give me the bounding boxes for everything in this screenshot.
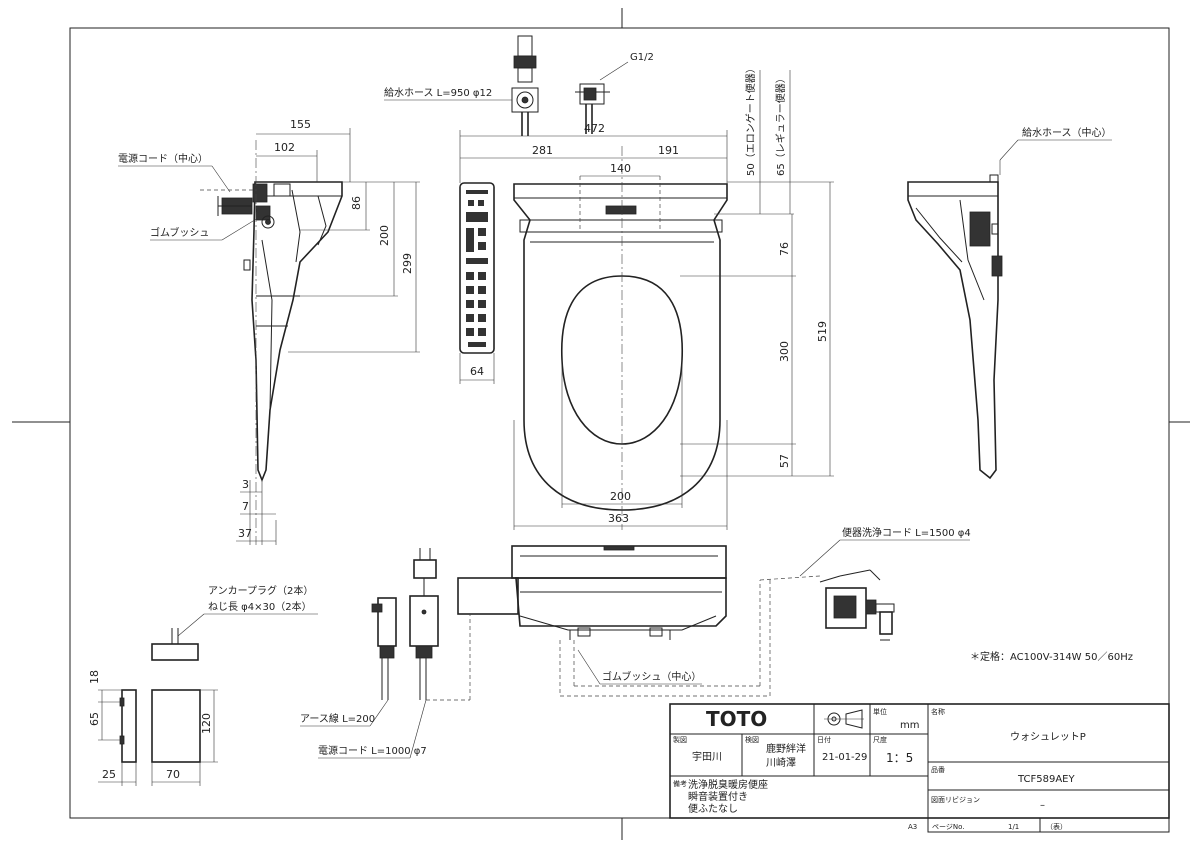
page-label: ページNo. — [932, 823, 964, 831]
callout-water-hose-center: 給水ホース（中心） — [1022, 126, 1112, 139]
note-regular: 65（レギュラー便器） — [774, 73, 787, 176]
dim-299: 299 — [401, 253, 414, 274]
part-label: 品番 — [931, 766, 945, 774]
dim-363: 363 — [608, 512, 629, 525]
callout-thread: G1/2 — [630, 52, 654, 63]
rating-note: ＊定格：AC100V-314W 50／60Hz — [970, 650, 1133, 663]
title-block: TOTO 単位 mm 名称 ウォシュレットP 製図 宇田川 検図 鹿野絆洋 川崎… — [669, 703, 1170, 833]
dim-37: 37 — [238, 527, 252, 540]
product-name: ウォシュレットP — [1010, 731, 1086, 743]
date-value: 21-01-29 — [822, 752, 867, 763]
note-label: 備考 — [673, 779, 687, 788]
mounting-plate: 18 65 120 25 70 — [88, 670, 218, 786]
rear-view: ゴムブッシュ（中心） アース線 L=200 電源コード L=1000 φ7 — [300, 545, 821, 759]
callout-earth-wire: アース線 L=200 — [300, 712, 375, 725]
unit-value: mm — [900, 720, 919, 731]
projection-symbol — [824, 709, 864, 729]
dim-200-side: 200 — [378, 225, 391, 246]
callout-anchor-plug-1: アンカープラグ（2本） — [208, 584, 313, 597]
dim-472: 472 — [584, 122, 605, 135]
callout-rubber-bush: ゴムブッシュ — [150, 226, 209, 239]
name-label: 名称 — [931, 707, 945, 716]
anchor-plug: アンカープラグ（2本） ねじ長 φ4×30（2本） — [151, 584, 318, 661]
note-line-2: 瞬音装置付き — [688, 790, 748, 803]
flush-unit: 便器洗浄コード L=1500 φ4 — [799, 526, 971, 641]
callout-anchor-plug-2: ねじ長 φ4×30（2本） — [208, 600, 312, 613]
dim-140: 140 — [610, 162, 631, 175]
checker-value-1: 鹿野絆洋 — [766, 742, 806, 755]
checker-label: 検図 — [745, 735, 759, 744]
callout-rubber-bush-center: ゴムブッシュ（中心） — [602, 670, 701, 683]
dim-64: 64 — [470, 365, 484, 378]
top-view: G1/2 給水ホース L=950 φ12 — [384, 35, 834, 530]
dim-18: 18 — [88, 670, 101, 684]
revision-value: – — [1040, 800, 1045, 811]
toto-logo: TOTO — [706, 707, 767, 731]
drawing-frame — [12, 8, 1190, 840]
date-label: 日付 — [817, 735, 831, 744]
paper-size: A3 — [908, 823, 917, 831]
left-side-view: 155 102 86 200 299 3 7 37 電源コード（中心） ゴムブッ… — [118, 118, 420, 545]
scale-label: 尺度 — [873, 735, 887, 744]
dim-200-seat: 200 — [610, 490, 631, 503]
note-line-3: 便ふたなし — [688, 802, 738, 815]
checker-value-2: 川崎澤 — [766, 756, 796, 769]
dim-76: 76 — [778, 242, 791, 256]
callout-bowl-cord: 便器洗浄コード L=1500 φ4 — [842, 526, 971, 539]
dim-281: 281 — [532, 144, 553, 157]
dim-25: 25 — [102, 768, 116, 781]
drafter-value: 宇田川 — [692, 750, 722, 763]
dim-519: 519 — [816, 321, 829, 342]
note-line-1: 洗浄脱臭暖房便座 — [688, 778, 768, 791]
part-number: TCF589AEY — [1017, 774, 1076, 785]
dim-86: 86 — [350, 196, 363, 210]
scale-value: 1：5 — [886, 751, 913, 765]
dim-191: 191 — [658, 144, 679, 157]
callout-water-hose: 給水ホース L=950 φ12 — [384, 86, 492, 99]
right-side-view: 給水ホース（中心） — [907, 126, 1112, 480]
revision-label: 図面リビジョン — [931, 795, 980, 804]
dim-57: 57 — [778, 454, 791, 468]
valve-assembly: G1/2 給水ホース L=950 φ12 — [384, 35, 654, 136]
page-value: 1/1 — [1008, 823, 1019, 831]
dim-102: 102 — [274, 141, 295, 154]
dim-120: 120 — [200, 713, 213, 734]
dim-155: 155 — [290, 118, 311, 131]
dim-300: 300 — [778, 341, 791, 362]
dim-65: 65 — [88, 712, 101, 726]
drafter-label: 製図 — [673, 735, 687, 744]
dim-70: 70 — [166, 768, 180, 781]
note-elongated: 50（エロンゲート便器） — [744, 63, 757, 176]
unit-label: 単位 — [873, 707, 887, 716]
dim-7: 7 — [242, 500, 249, 513]
page-note: （表） — [1046, 822, 1067, 831]
remote-control — [459, 182, 495, 354]
callout-power-cord-center: 電源コード（中心） — [118, 152, 208, 165]
dim-3: 3 — [242, 478, 249, 491]
callout-power-cord: 電源コード L=1000 φ7 — [318, 744, 427, 757]
